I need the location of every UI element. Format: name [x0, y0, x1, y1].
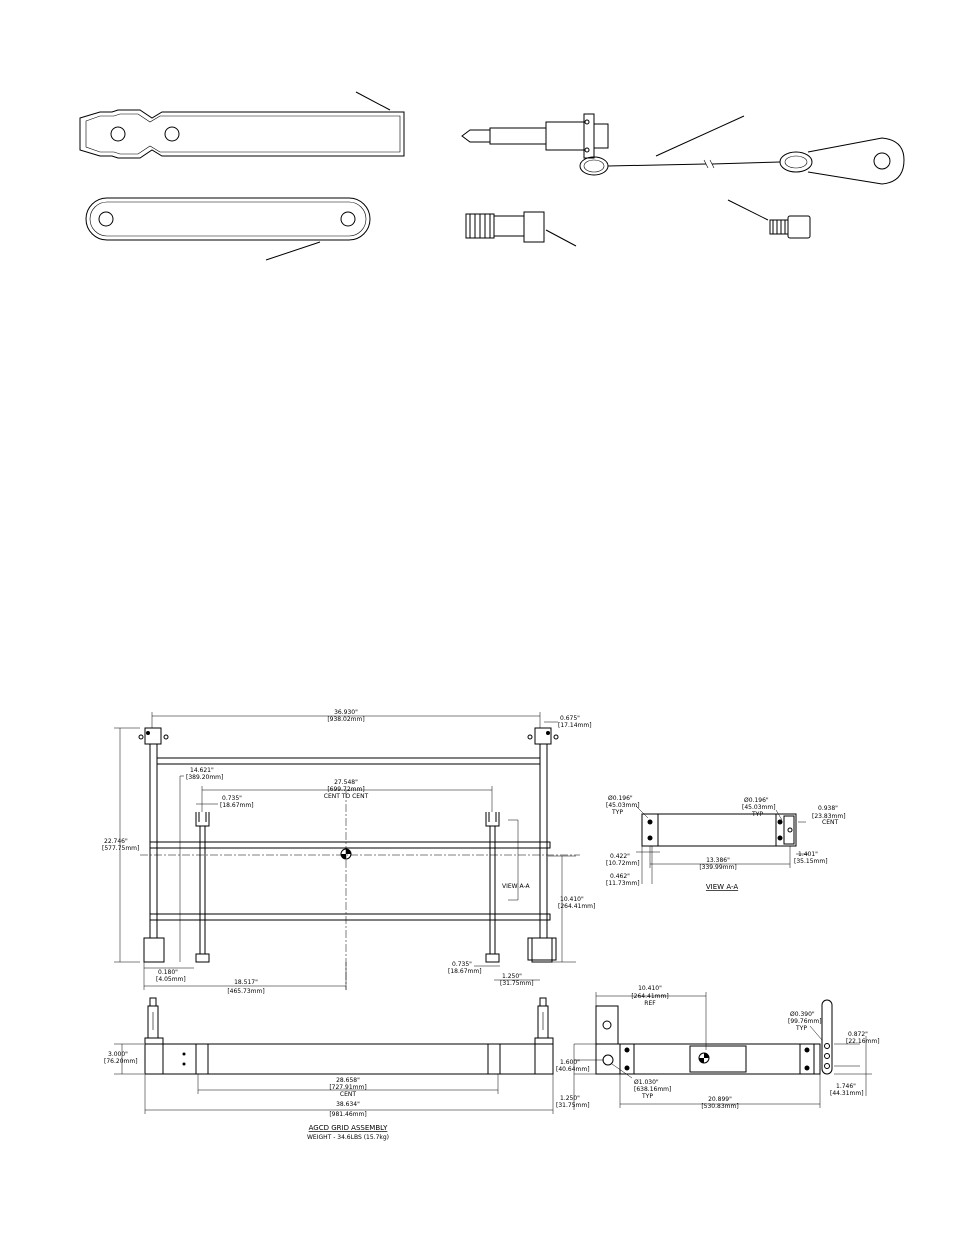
aa-1401-mm: [35.15mm] [794, 858, 828, 865]
side-10410-ref: REF [644, 1000, 656, 1007]
rounded-link-bar [85, 197, 371, 261]
aa-0938: 0.938" [818, 805, 838, 812]
side-1746: 1.746" [836, 1083, 856, 1090]
side-pin: Ø0.390" [790, 1011, 815, 1018]
dim-0180: 0.180" [158, 969, 178, 976]
side-1746-mm: [44.31mm] [830, 1090, 864, 1097]
aa-0422-mm: [10.72mm] [606, 860, 640, 867]
dim-0735b: 0.735" [452, 961, 472, 968]
aa-0462: 0.462" [610, 873, 630, 880]
dim-1250a-mm: [31.75mm] [500, 980, 534, 987]
dim-28658-mm: [727.91mm] [329, 1084, 366, 1091]
dim-overall-top: 36.930" [334, 709, 358, 716]
dim-cent-to-cent-mm: [699.72mm] [327, 786, 364, 793]
dim-38634-mm: [981.46mm] [329, 1111, 366, 1118]
assembly-weight: WEIGHT - 34.6LBS (15.7kg) [307, 1134, 389, 1141]
side-hole-mm: [638.16mm] [634, 1086, 671, 1093]
aa-0462-mm: [11.73mm] [606, 880, 640, 887]
side-view [573, 992, 872, 1110]
aa-hole2-typ: TYP [751, 811, 763, 818]
aa-13386: 13.386" [706, 857, 730, 864]
side-10410: 10.410" [638, 985, 662, 992]
side-hole: Ø1.030" [634, 1079, 659, 1086]
dim-height-left-mm: [577.75mm] [102, 845, 139, 852]
dim-38634: 38.634" [336, 1101, 360, 1108]
view-aa-marker: VIEW A-A [502, 883, 531, 890]
side-pin-mm: [99.76mm] [788, 1018, 822, 1025]
side-20899-mm: [530.83mm] [701, 1103, 738, 1110]
dim-clevis-w: 0.675" [560, 715, 580, 722]
dim-cent-to-cent: 27.548" [334, 779, 358, 786]
aa-hole1-mm: [45.03mm] [606, 802, 640, 809]
side-1600-mm: [40.64mm] [556, 1066, 590, 1073]
dim-3000: 3.000" [108, 1051, 128, 1058]
side-0872-mm: [22.16mm] [846, 1038, 880, 1045]
aa-hole1-typ: TYP [611, 809, 623, 816]
dim-10410-mm: [264.41mm] [558, 903, 595, 910]
bottom-view [114, 997, 554, 1114]
aa-13386-mm: [339.99mm] [699, 864, 736, 871]
socket-cap-screw [727, 199, 811, 239]
aa-hole2-mm: [45.03mm] [742, 804, 776, 811]
side-1250: 1.250" [560, 1095, 580, 1102]
front-view [114, 712, 580, 990]
dim-3000-mm: [76.20mm] [104, 1058, 138, 1065]
flat-link-bar [79, 91, 405, 159]
shoulder-bolt [465, 211, 577, 247]
dim-28658: 28.658" [336, 1077, 360, 1084]
dim-cent-to-cent-note: CENT TO CENT [324, 793, 369, 800]
dim-1250a: 1.250" [502, 973, 522, 980]
dim-18517: 18.517" [234, 979, 258, 986]
dim-14621-mm: [389.20mm] [186, 774, 223, 781]
dim-0735a-mm: [18.67mm] [220, 802, 254, 809]
dim-clevis-w-mm: [17.14mm] [558, 722, 592, 729]
side-hole-typ: TYP [641, 1093, 653, 1100]
aa-hole2: Ø0.196" [744, 797, 769, 804]
view-aa [635, 805, 808, 884]
side-1250-mm: [31.75mm] [556, 1102, 590, 1109]
quick-release-pin [461, 113, 905, 185]
dim-height-left: 22.746" [104, 838, 128, 845]
assembly-title: AGCD GRID ASSEMBLY [309, 1124, 388, 1132]
dim-18517-mm: [465.73mm] [227, 988, 264, 995]
side-10410-mm: [264.41mm] [631, 993, 668, 1000]
aa-title: VIEW A-A [706, 883, 738, 891]
aa-hole1: Ø0.196" [608, 795, 633, 802]
dim-14621: 14.621" [190, 767, 214, 774]
aa-0938-cent: CENT [822, 819, 838, 826]
side-20899: 20.899" [708, 1096, 732, 1103]
dim-0180-mm: [4.05mm] [156, 976, 186, 983]
aa-1401: 1.401" [798, 851, 818, 858]
side-1600: 1.600" [560, 1059, 580, 1066]
dim-cent-label: CENT [340, 1091, 356, 1098]
dim-0735b-mm: [18.67mm] [448, 968, 482, 975]
aa-0422: 0.422" [610, 853, 630, 860]
aa-0938-mm: [23.83mm] [812, 813, 846, 820]
side-pin-typ: TYP [795, 1025, 807, 1032]
dim-0735a: 0.735" [222, 795, 242, 802]
dim-overall-top-mm: [938.02mm] [327, 716, 364, 723]
side-0872: 0.872" [848, 1031, 868, 1038]
dim-10410: 10.410" [560, 896, 584, 903]
